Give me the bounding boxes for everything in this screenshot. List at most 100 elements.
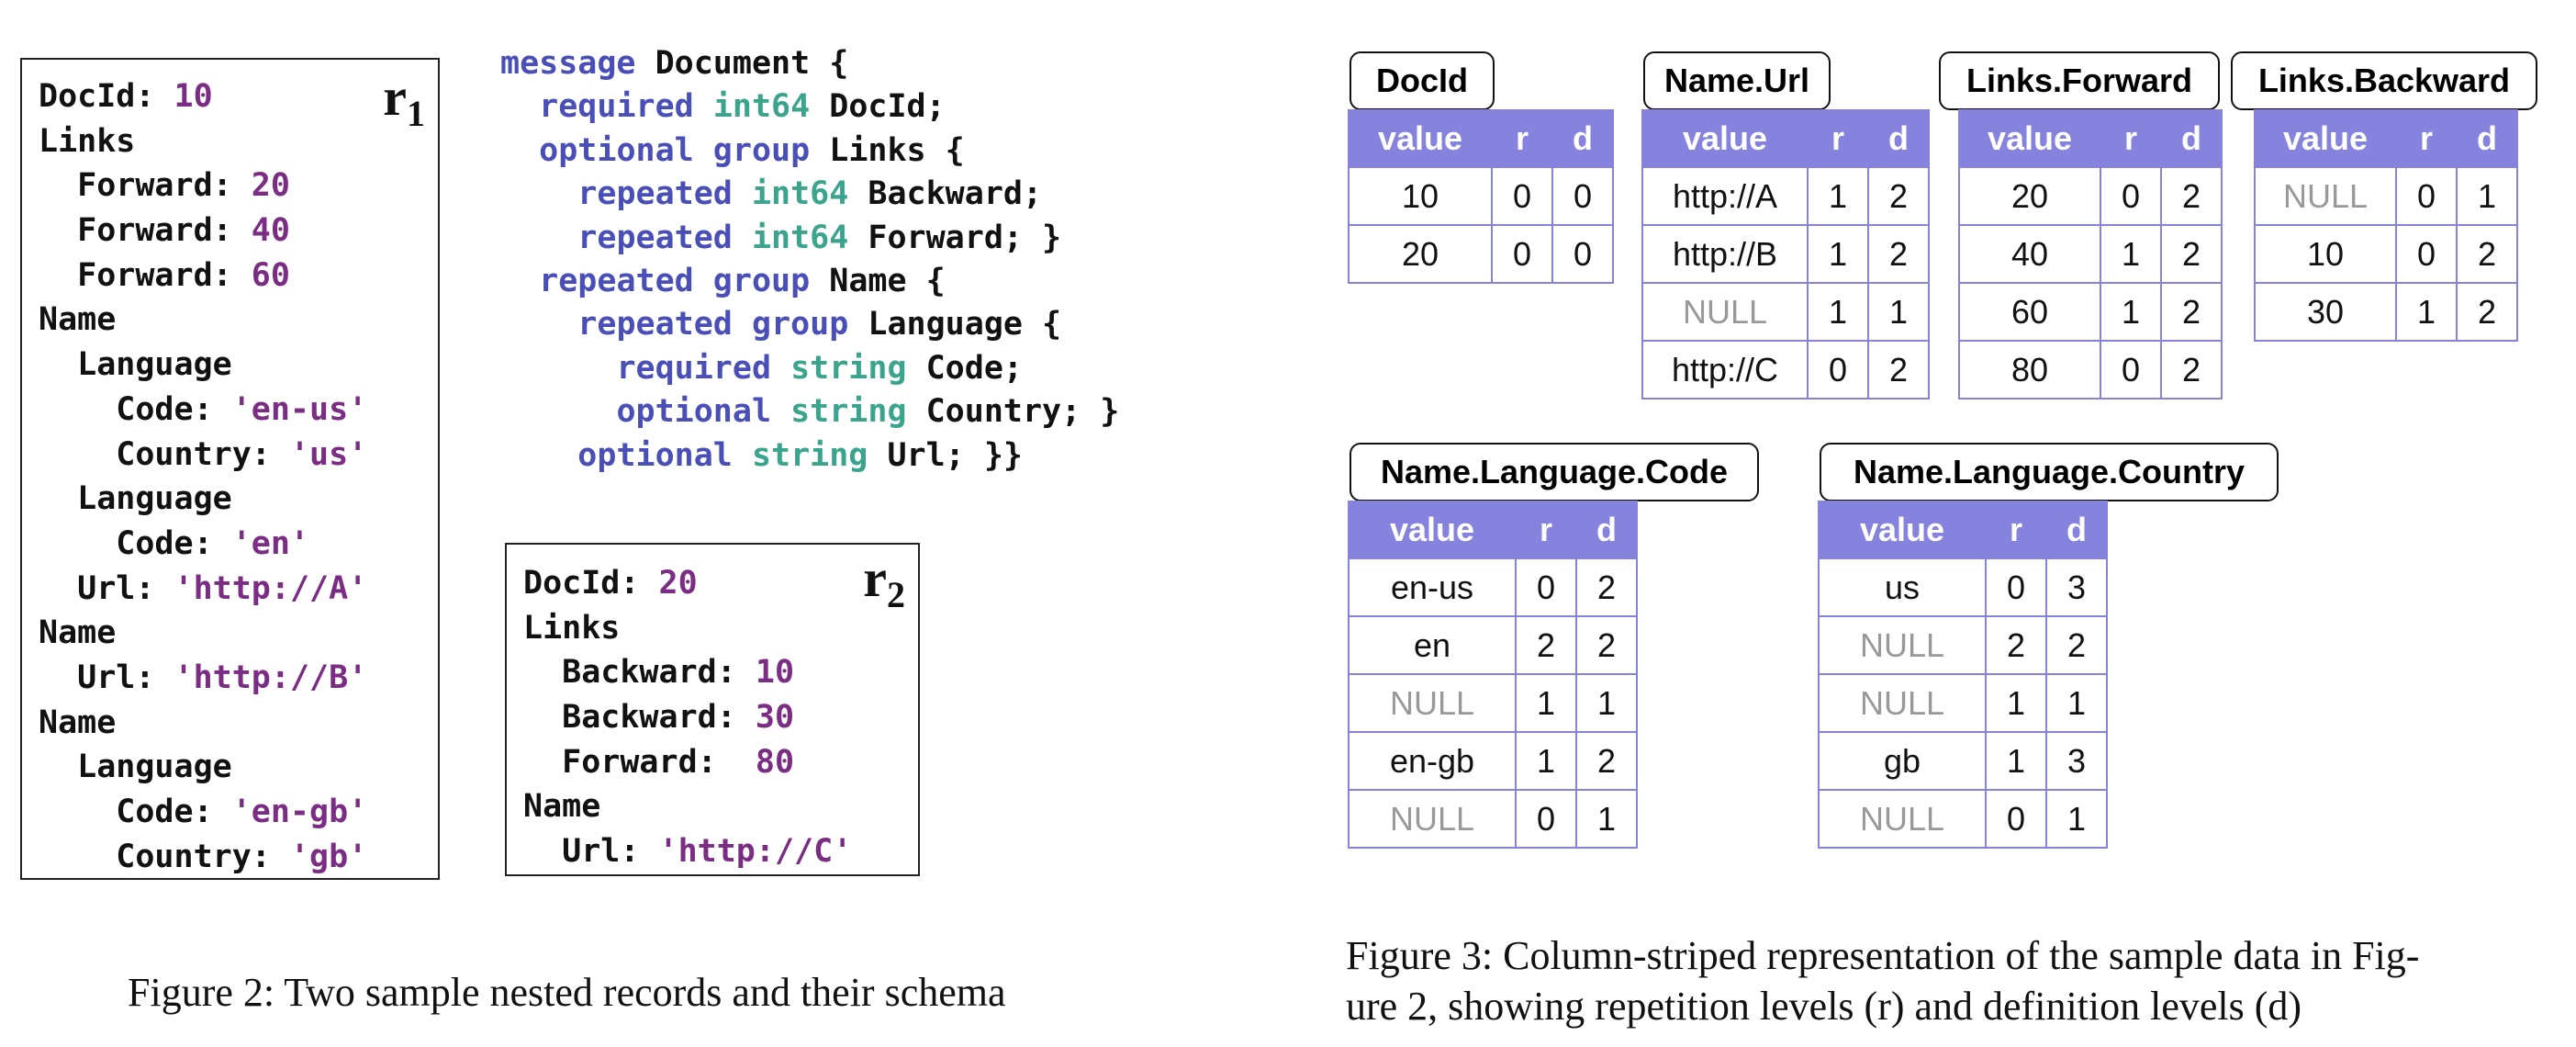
cell-d: 2 (1867, 166, 1930, 226)
cell-d: 1 (2045, 673, 2108, 733)
schema-type: int64 (751, 175, 849, 213)
field-name: Forward: (39, 167, 252, 205)
cell-value: en-us (1348, 557, 1517, 617)
header-r: r (1807, 109, 1869, 168)
record-line: Country: 'us' (39, 433, 367, 478)
field-name: Code: (39, 794, 232, 830)
header-d: d (1867, 109, 1930, 168)
field-name: Forward: (523, 743, 756, 781)
cell-r: 0 (2395, 166, 2458, 226)
record-line: Name (39, 701, 367, 746)
cell-r: 0 (1515, 557, 1577, 617)
column-title-links-backward: Links.Backward (2231, 51, 2537, 110)
schema-keyword: repeated group (539, 262, 811, 299)
field-name: Name (39, 301, 117, 339)
cell-d: 2 (2045, 615, 2108, 675)
schema-text (733, 437, 752, 474)
schema-text (733, 175, 752, 212)
header-value: value (1641, 109, 1809, 168)
header-d: d (2456, 109, 2518, 168)
record-line: Code: 'en-us' (39, 388, 367, 433)
cell-r: 1 (2100, 224, 2162, 284)
cell-value: NULL (1818, 615, 1987, 675)
record-line: Forward: 80 (523, 740, 852, 785)
schema-text (733, 220, 752, 256)
column-title-name-language-country: Name.Language.Country (1820, 443, 2279, 501)
header-d: d (2160, 109, 2223, 168)
cell-d: 2 (2456, 282, 2518, 342)
figure-2-caption: Figure 2: Two sample nested records and … (128, 970, 1006, 1015)
cell-r: 2 (1515, 615, 1577, 675)
schema-text: Language { (848, 306, 1062, 343)
field-name: Code: (39, 524, 232, 562)
cell-value: 80 (1958, 340, 2101, 400)
field-value: 60 (251, 256, 290, 294)
cell-value: 10 (1348, 166, 1493, 226)
cell-r: 0 (2100, 340, 2162, 400)
header-r: r (1985, 501, 2047, 559)
column-title-docid: DocId (1350, 51, 1495, 110)
cell-r: 0 (2395, 224, 2458, 284)
cell-d: 2 (1575, 557, 1638, 617)
schema-text: Forward; } (848, 219, 1062, 256)
cell-d: 1 (1575, 789, 1638, 849)
record-line: DocId: 20 (523, 561, 852, 606)
field-value: 'gb' (289, 838, 368, 875)
field-name: Url: (39, 659, 174, 696)
record-line: Links (39, 119, 367, 164)
record-r2-label: r2 (863, 548, 905, 615)
cell-value: NULL (1348, 673, 1517, 733)
schema-text: Url; }} (868, 436, 1023, 474)
record-line: DocId: 10 (39, 74, 367, 119)
column-title-links-forward: Links.Forward (1939, 51, 2220, 110)
schema-text: Backward; (848, 175, 1043, 213)
record-line: Forward: 20 (39, 163, 367, 208)
record-line: Name (39, 611, 367, 656)
cell-value: http://B (1641, 224, 1809, 284)
cell-value: 20 (1958, 166, 2101, 226)
cell-value: 40 (1958, 224, 2101, 284)
field-name: Country: (39, 435, 290, 473)
cell-r: 1 (1807, 282, 1869, 342)
schema-line: repeated group Name { (500, 260, 1119, 303)
cell-d: 2 (1867, 224, 1930, 284)
field-value: 40 (251, 212, 290, 250)
field-name: Forward: (39, 256, 252, 294)
field-name: Name (39, 704, 117, 741)
record-line: Language (39, 477, 367, 522)
record-line: Language (39, 745, 367, 790)
field-name: Forward: (39, 212, 252, 250)
cell-value: NULL (1818, 789, 1987, 849)
header-value: value (1348, 109, 1493, 168)
field-name: Links (523, 609, 621, 647)
record-line: Links (523, 606, 852, 651)
header-r: r (2100, 109, 2162, 168)
field-name: Code: (39, 390, 232, 428)
cell-d: 1 (1867, 282, 1930, 342)
field-name: Language (39, 749, 232, 786)
cell-r: 1 (2100, 282, 2162, 342)
cell-r: 0 (1515, 789, 1577, 849)
field-name: Language (39, 480, 232, 518)
schema-text (500, 132, 539, 169)
header-d: d (2045, 501, 2108, 559)
